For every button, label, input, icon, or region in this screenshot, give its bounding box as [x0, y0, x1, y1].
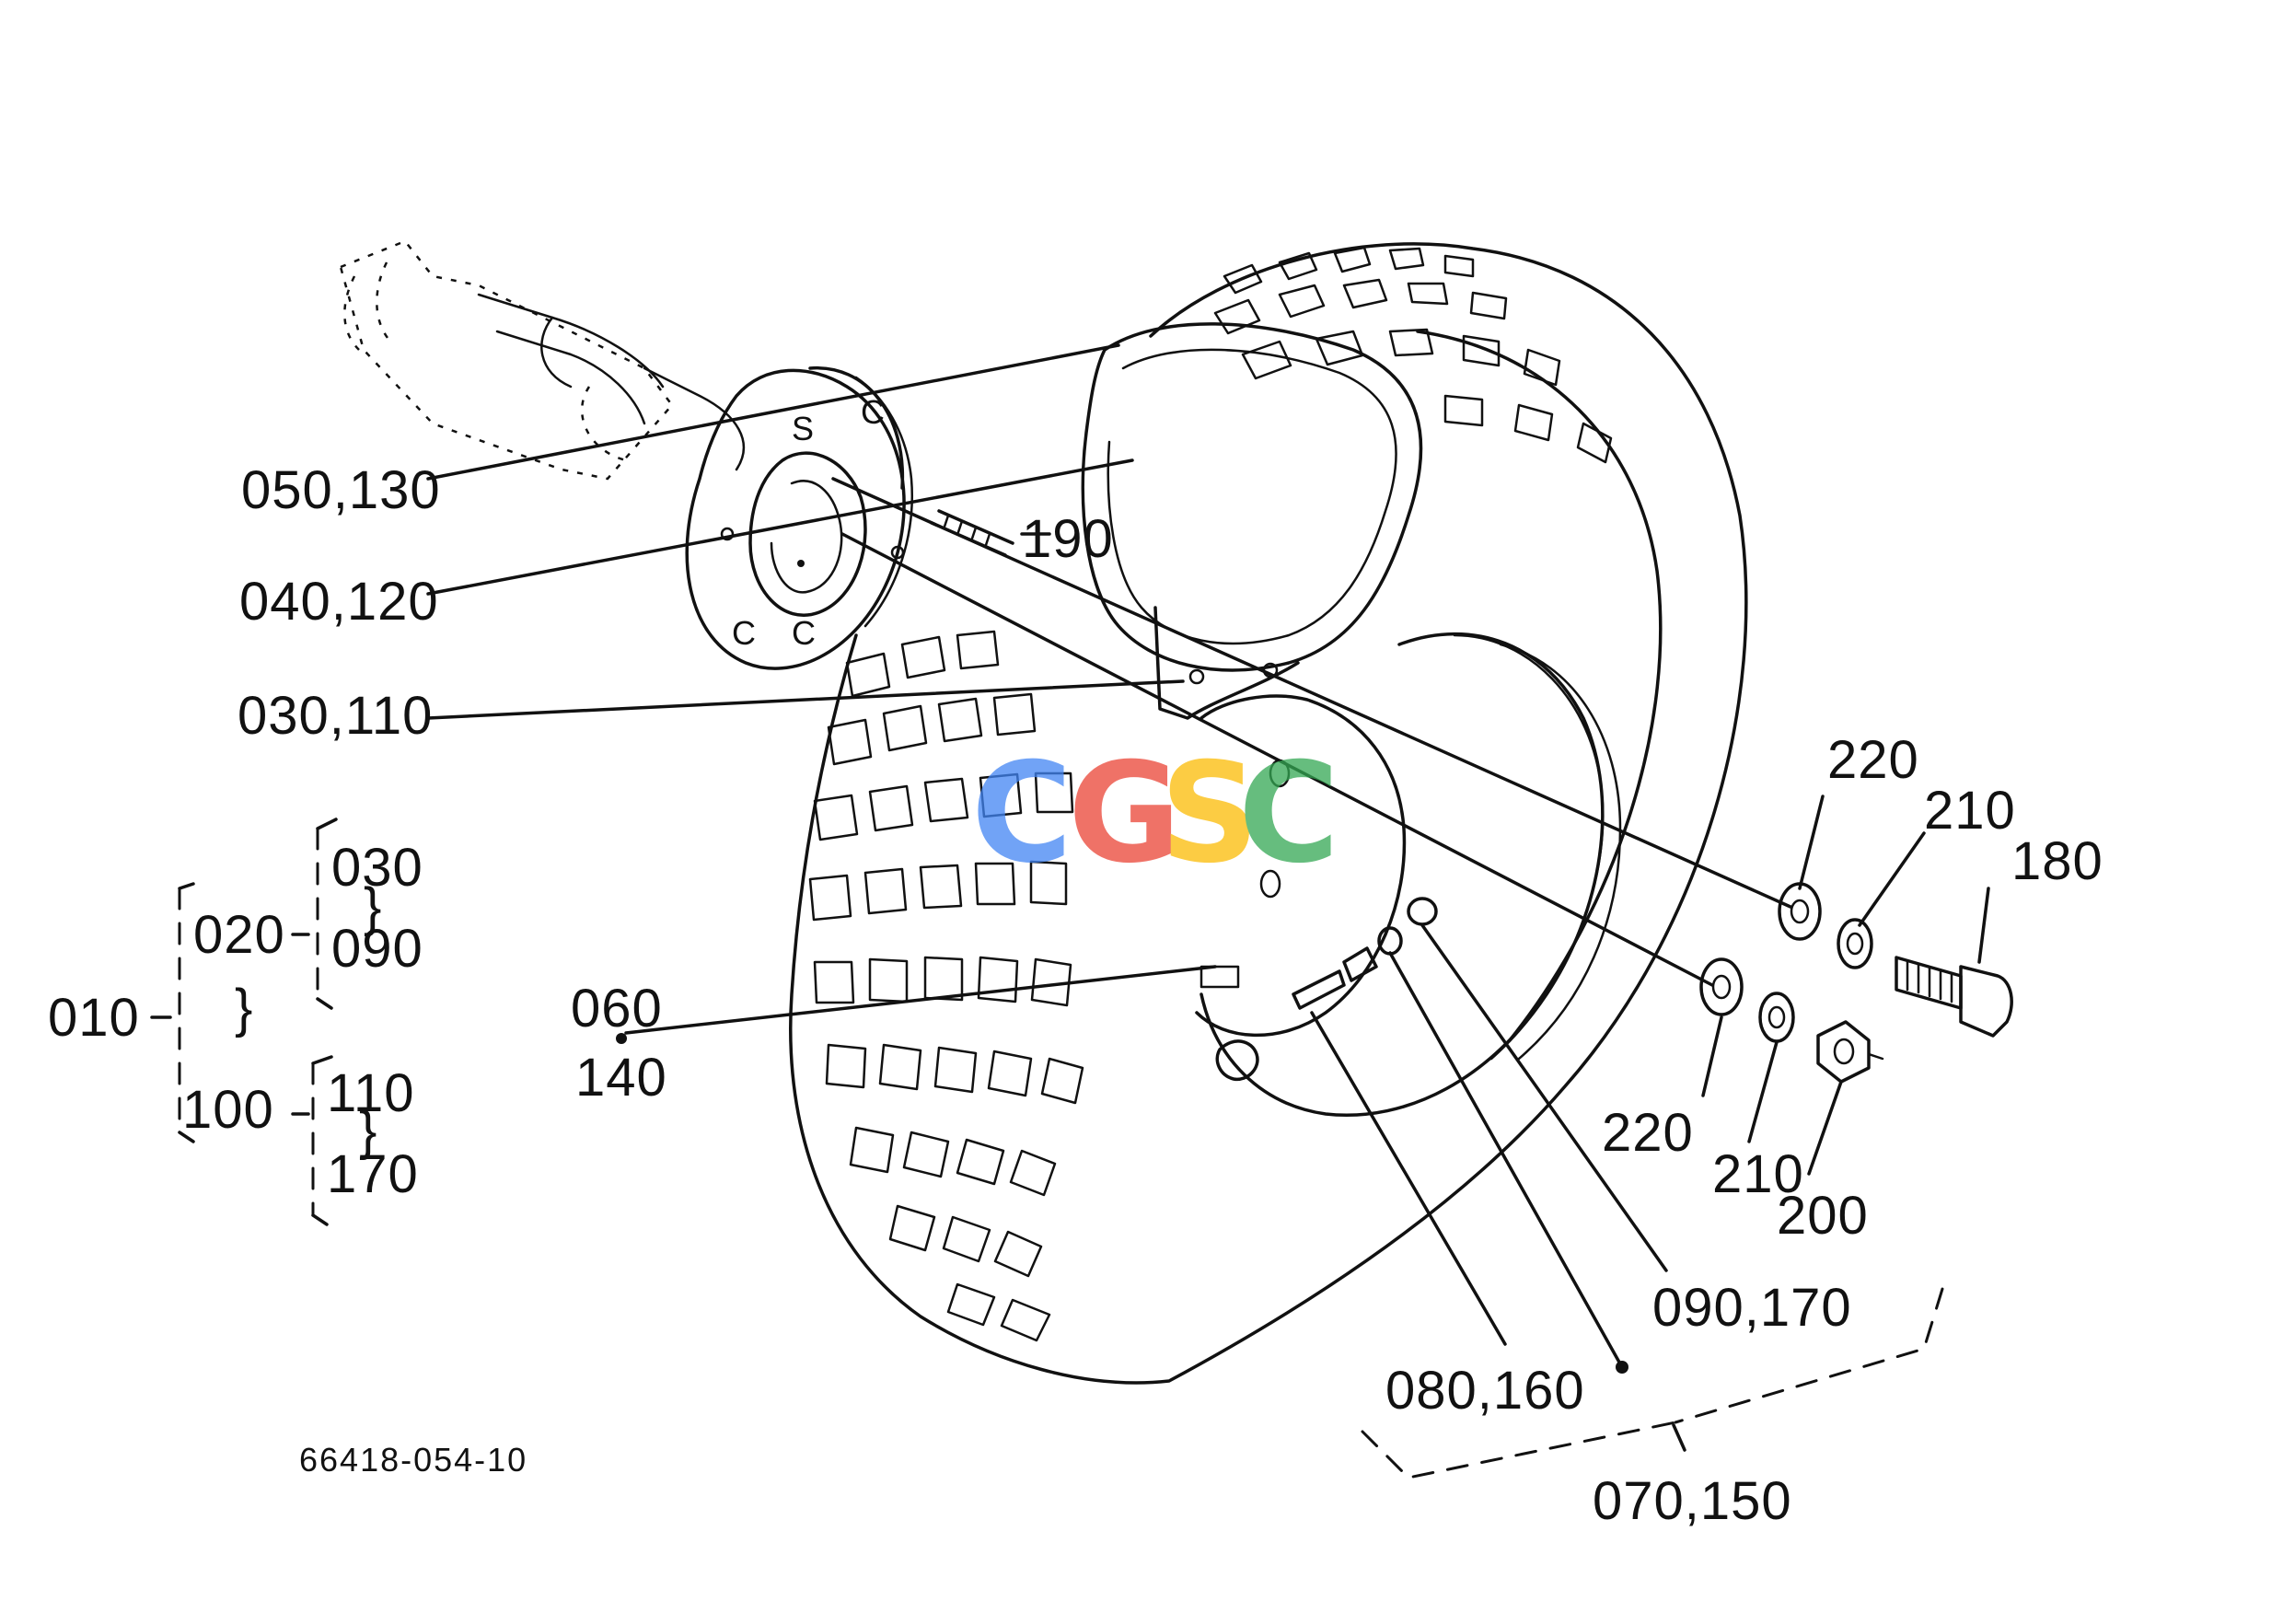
tyre-tread-upper [1213, 246, 1613, 464]
tree-range-symbol-a: } [364, 877, 382, 937]
tree-from-110: 110 [327, 1063, 414, 1123]
callout-080-160: 080,160 [1385, 1361, 1585, 1421]
callout-180: 180 [2011, 831, 2103, 891]
callout-060: 060 [571, 979, 663, 1038]
tree-range-symbol-b: } [359, 1101, 377, 1161]
tree-range-symbol-root: } [235, 979, 253, 1038]
callout-090-170: 090,170 [1652, 1278, 1852, 1338]
hub-bolt-mark-4: C [792, 614, 817, 652]
callout-220-top: 220 [1827, 730, 1919, 790]
callout-140: 140 [575, 1048, 667, 1108]
tree-to-090: 090 [331, 919, 423, 979]
drawing-number: 66418-054-10 [299, 1441, 527, 1479]
tyre-tread-lower [808, 630, 1084, 1342]
wheel-hub-drawing: S C C C [685, 366, 913, 670]
tyre-drawing [789, 242, 1748, 1385]
hub-bolt-mark-2: C [861, 393, 887, 431]
watermark-letter-s: S [1160, 734, 1259, 894]
cgsc-watermark: C G S C [971, 734, 1339, 894]
hub-bolt-mark-1: S [792, 410, 816, 447]
watermark-letter-g: G [1068, 734, 1181, 894]
wheel-rim-drawing [1081, 322, 1622, 1117]
callout-050-130: 050,130 [241, 460, 441, 520]
callout-labels: 050,130 040,120 030,110 060 140 190 220 … [238, 460, 2103, 1531]
callout-190: 190 [1022, 509, 1114, 569]
callout-030-110: 030,110 [238, 686, 433, 746]
tree-to-170: 170 [327, 1144, 419, 1204]
callout-220-bottom: 220 [1602, 1103, 1694, 1163]
callout-210-top: 210 [1924, 781, 2016, 841]
tree-from-030: 030 [331, 838, 423, 898]
tree-group-020: 020 [193, 905, 285, 965]
watermark-letter-c2: C [1238, 734, 1339, 894]
assembly-tree: 010 020 } 100 030 } 090 110 } 170 [48, 818, 423, 1226]
watermark-letter-c1: C [971, 734, 1072, 894]
callout-070-150: 070,150 [1593, 1471, 1792, 1531]
tree-root-010: 010 [48, 988, 140, 1048]
callout-200: 200 [1777, 1186, 1869, 1246]
tree-group-100: 100 [182, 1080, 274, 1140]
callout-210-bottom: 210 [1712, 1144, 1804, 1204]
fasteners-drawing [930, 509, 2013, 1084]
callout-040-120: 040,120 [239, 572, 439, 632]
axle-shaft-drawing [339, 239, 746, 481]
hub-bolt-mark-3: C [732, 614, 758, 652]
leader-lines [426, 343, 1990, 1479]
